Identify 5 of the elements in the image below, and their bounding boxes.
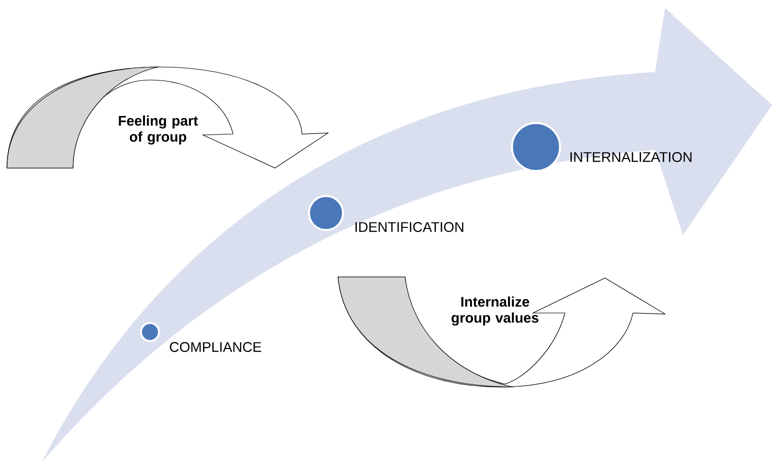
stage-label: INTERNALIZATION: [570, 152, 692, 162]
dot-marker: [511, 122, 561, 172]
stage-label: IDENTIFICATION: [356, 222, 464, 232]
stage-label: COMPLIANCE: [170, 342, 262, 352]
dot-marker: [308, 195, 344, 231]
